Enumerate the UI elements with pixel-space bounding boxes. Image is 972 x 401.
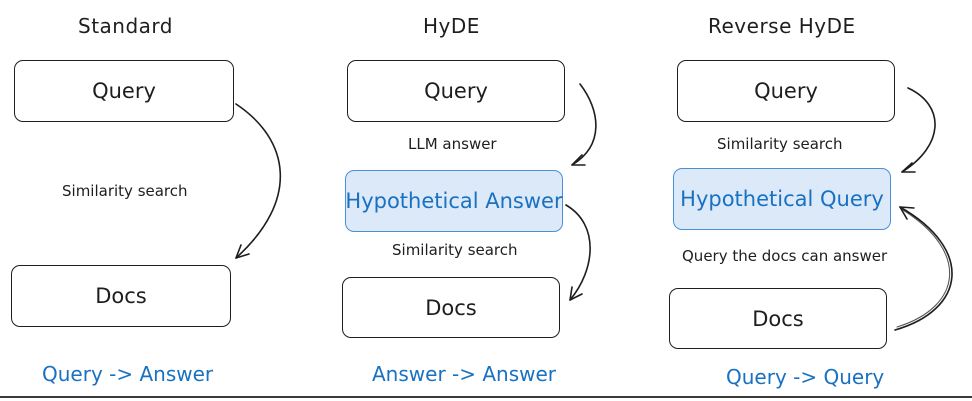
hyde-similarity-label: Similarity search (392, 241, 518, 259)
standard-docs-box: Docs (11, 265, 231, 327)
hyde-title: HyDE (423, 14, 480, 38)
reverse-hyde-hypothetical-query-box: Hypothetical Query (673, 168, 891, 230)
hyde-arrow-2-head (569, 286, 583, 301)
reverse-hyde-query-box: Query (677, 60, 895, 122)
bottom-divider (0, 396, 972, 398)
reverse-hyde-arrow-1 (901, 87, 936, 173)
reverse-hyde-docs-box: Docs (669, 288, 887, 349)
standard-docs-label: Docs (95, 284, 147, 308)
reverse-hyde-similarity-label: Similarity search (717, 135, 843, 153)
standard-query-box: Query (14, 60, 234, 122)
hyde-hypothetical-answer-box: Hypothetical Answer (345, 170, 563, 232)
hyde-docs-label: Docs (425, 295, 477, 320)
standard-footer: Query -> Answer (42, 362, 214, 386)
hyde-docs-box: Docs (342, 277, 560, 338)
hyde-hypothetical-answer-label: Hypothetical Answer (345, 189, 563, 213)
reverse-hyde-hypothetical-query-label: Hypothetical Query (680, 187, 884, 211)
standard-arrow-head (235, 244, 250, 259)
standard-similarity-label: Similarity search (62, 182, 188, 200)
reverse-hyde-query-label: Query (754, 79, 818, 103)
hyde-llm-answer-label: LLM answer (408, 135, 497, 153)
reverse-hyde-arrow-1-head (901, 162, 916, 173)
hyde-arrow-1-head (571, 154, 586, 166)
standard-title: Standard (78, 14, 173, 38)
standard-query-label: Query (92, 79, 156, 103)
hyde-arrow-2 (565, 204, 591, 301)
hyde-arrow-1 (571, 83, 597, 166)
reverse-hyde-docs-label: Docs (752, 306, 804, 331)
hyde-query-label: Query (424, 79, 488, 103)
reverse-hyde-docs-can-answer-label: Query the docs can answer (682, 247, 888, 265)
hyde-footer: Answer -> Answer (372, 362, 557, 386)
hyde-query-box: Query (347, 60, 565, 122)
reverse-hyde-title: Reverse HyDE (708, 14, 856, 38)
reverse-hyde-arrow-2 (894, 206, 953, 331)
standard-arrow (235, 103, 282, 259)
reverse-hyde-footer: Query -> Query (726, 365, 885, 389)
reverse-hyde-arrow-2-head (899, 206, 915, 220)
